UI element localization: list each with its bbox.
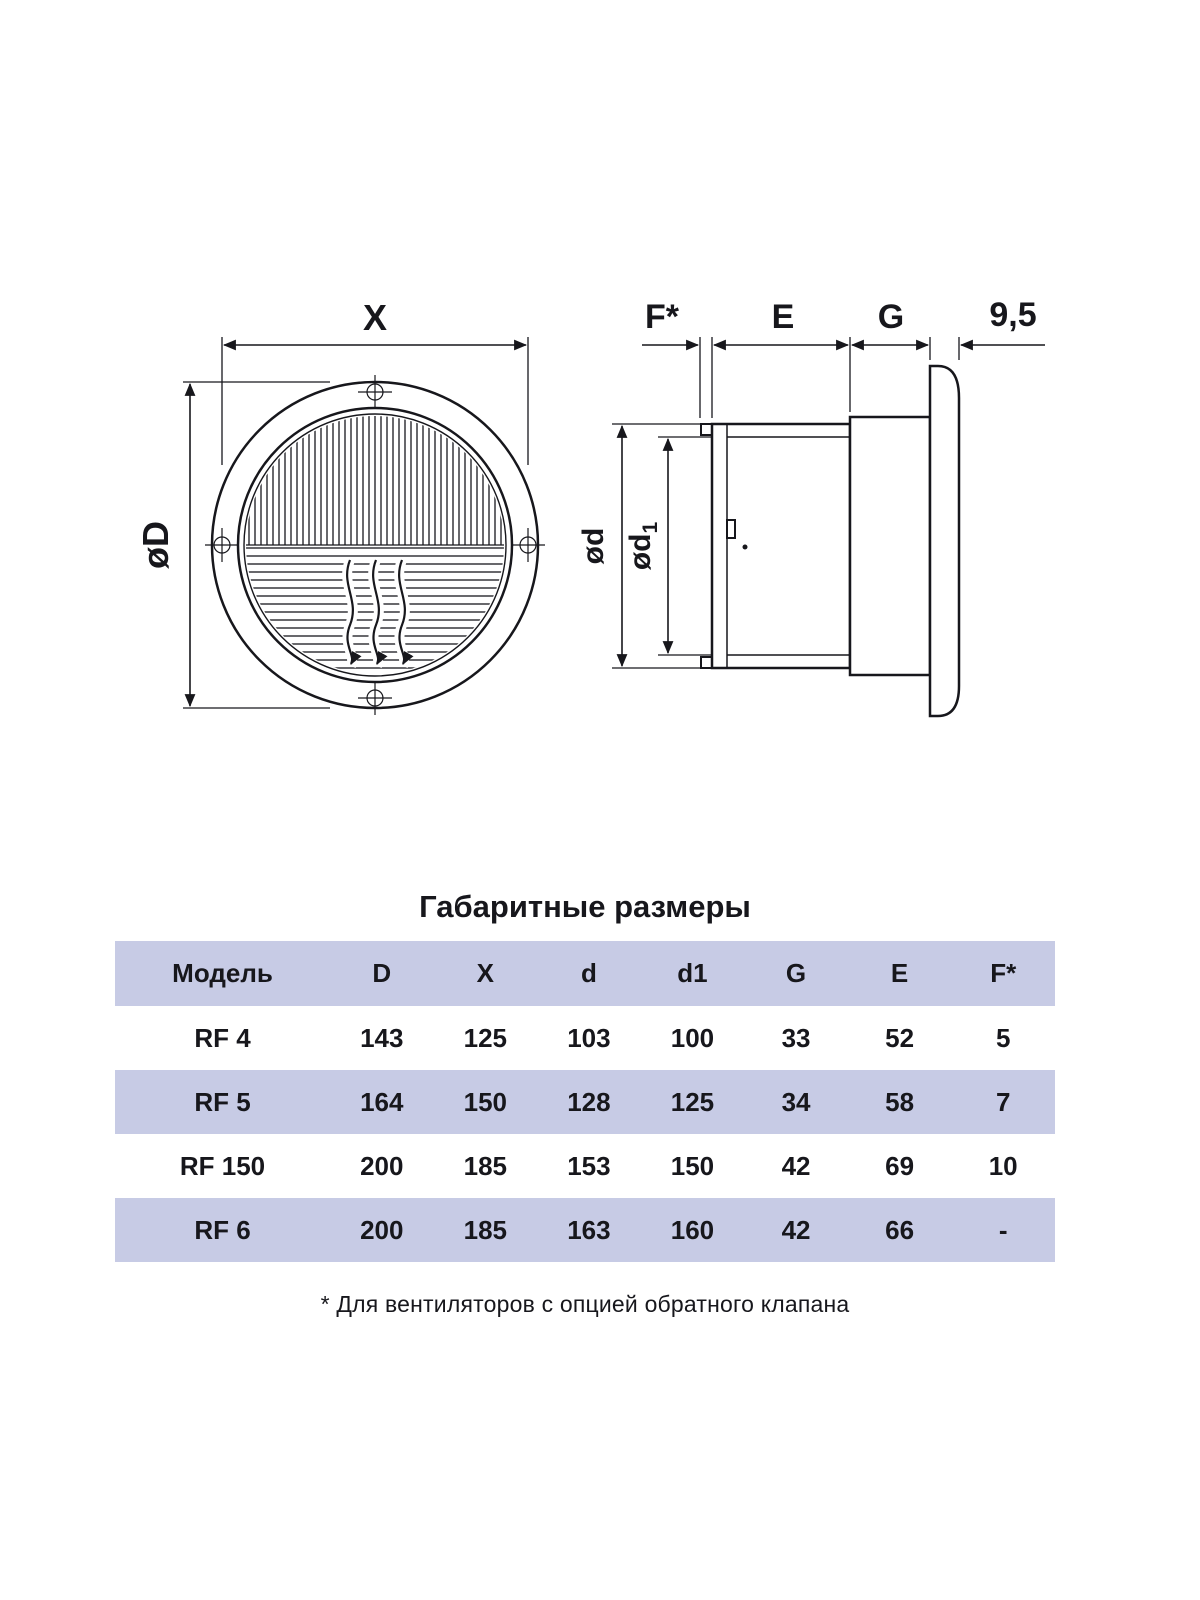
value-cell: 10	[988, 1150, 1018, 1181]
dimension-95: 9,5	[958, 296, 1045, 360]
table-header-row: Модель D X d d1 G E F*	[115, 941, 1055, 1006]
dim-od-label: øD	[135, 521, 176, 569]
value-cell: 66	[885, 1214, 915, 1245]
model-cell: RF 150	[179, 1150, 266, 1181]
value-cell: 185	[463, 1214, 508, 1245]
value-cell: 42	[781, 1150, 811, 1181]
header-d: d	[580, 958, 597, 988]
value-cell: 100	[670, 1022, 715, 1053]
value-cell: 125	[463, 1022, 508, 1053]
footnote: * Для вентиляторов с опцией обратного кл…	[320, 1291, 850, 1317]
value-cell: 153	[567, 1150, 611, 1181]
dimension-f: F*	[642, 298, 701, 418]
front-view: X øD	[135, 297, 545, 715]
value-cell: 164	[360, 1086, 404, 1117]
value-cell: 128	[567, 1086, 611, 1117]
value-cell: 7	[995, 1086, 1011, 1117]
table-title: Габаритные размеры	[419, 889, 751, 924]
dim-g-label: G	[878, 298, 904, 336]
header-f: F*	[990, 958, 1017, 988]
dim-od-side-label: ød	[577, 528, 610, 565]
dimension-od: øD	[135, 381, 330, 709]
model-cell: RF 5	[194, 1086, 251, 1117]
dimension-g: G	[850, 298, 931, 360]
model-cell: RF 4	[194, 1022, 251, 1053]
dim-e-label: E	[772, 298, 795, 336]
value-cell: 33	[781, 1022, 811, 1053]
value-cell: 163	[567, 1214, 611, 1245]
value-cell: 150	[463, 1086, 508, 1117]
value-cell: 143	[360, 1022, 404, 1053]
dimensions-table: Модель D X d d1 G E F* RF 4 143 125 103 …	[115, 941, 1055, 1262]
dim-od1-label: ød1	[624, 522, 662, 571]
screw-holes	[205, 375, 545, 715]
table-row-rf4: RF 4 143 125 103 100 33 52 5	[115, 1006, 1055, 1070]
header-model: Модель	[172, 958, 273, 988]
dimension-od-side: ød	[577, 423, 700, 669]
header-x: X	[476, 958, 495, 988]
model-cell: RF 6	[194, 1214, 251, 1245]
flange-profile	[928, 364, 961, 718]
technical-drawing: X øD	[135, 296, 1045, 718]
value-cell: 200	[360, 1214, 404, 1245]
dimension-x: X	[221, 297, 529, 465]
value-cell: 160	[670, 1214, 715, 1245]
value-cell: 34	[781, 1086, 811, 1117]
dimension-e: E	[711, 298, 851, 418]
value-cell: 185	[463, 1150, 508, 1181]
value-cell: 200	[360, 1150, 404, 1181]
value-cell: 58	[885, 1086, 915, 1117]
side-view: F* E G 9,5 ød	[577, 296, 1045, 718]
value-cell: -	[998, 1214, 1008, 1245]
table-row-rf150: RF 150 200 185 153 150 42 69 10	[115, 1134, 1055, 1198]
header-e: E	[890, 958, 909, 988]
header-d1: d1	[677, 958, 708, 988]
table-row-rf6: RF 6 200 185 163 160 42 66 -	[115, 1198, 1055, 1262]
header-g: G	[785, 958, 807, 988]
value-cell: 52	[885, 1022, 915, 1053]
dimension-od1: ød1	[624, 436, 712, 656]
airflow-arrows	[342, 558, 414, 669]
header-d-cap: D	[372, 958, 392, 988]
value-cell: 125	[670, 1086, 715, 1117]
value-cell: 103	[567, 1022, 611, 1053]
dim-f-label: F*	[645, 298, 680, 336]
value-cell: 150	[670, 1150, 715, 1181]
value-cell: 5	[995, 1022, 1011, 1053]
value-cell: 42	[781, 1214, 811, 1245]
table-row-rf5: RF 5 164 150 128 125 34 58 7	[115, 1070, 1055, 1134]
dim-x-label: X	[363, 297, 387, 338]
dim-95-label: 9,5	[989, 296, 1036, 334]
value-cell: 69	[885, 1150, 915, 1181]
